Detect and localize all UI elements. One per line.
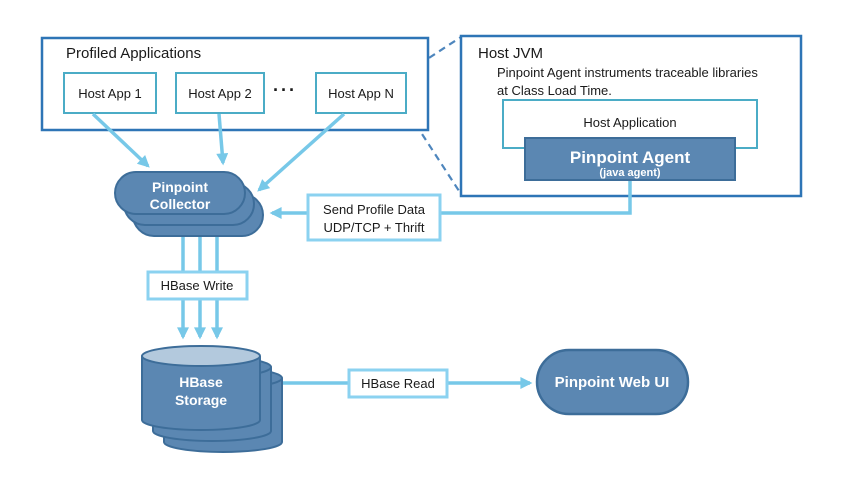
profiled-applications-group: Profiled Applications Host App 1 Host Ap… xyxy=(40,36,430,132)
pinpoint-agent-label: Pinpoint Agent xyxy=(570,148,691,167)
send-profile-label-line1: Send Profile Data xyxy=(323,202,426,217)
storage-label-line1: HBase xyxy=(179,374,223,390)
profiled-applications-title: Profiled Applications xyxy=(66,45,201,62)
collector-capsule-front xyxy=(114,171,246,215)
host-app-n-box xyxy=(315,72,407,114)
host-app-2-label: Host App 2 xyxy=(188,86,252,101)
storage-cylinder-front-body xyxy=(141,356,261,431)
send-profile-label-line2: UDP/TCP + Thrift xyxy=(323,220,424,235)
hbase-read-label-group: HBase Read xyxy=(347,368,449,399)
send-profile-label-group: Send Profile Data UDP/TCP + Thrift xyxy=(306,193,442,242)
hbase-write-label-group: HBase Write xyxy=(146,270,249,301)
pinpoint-agent-box xyxy=(524,137,736,181)
host-jvm-group: Host JVM Pinpoint Agent instruments trac… xyxy=(459,34,803,198)
pinpoint-agent-sublabel: (java agent) xyxy=(599,167,660,179)
pinpoint-web-ui-shape xyxy=(535,348,690,416)
storage-cylinder-front-top xyxy=(141,345,261,367)
host-jvm-description-line2: at Class Load Time. xyxy=(497,83,612,98)
send-profile-box xyxy=(306,193,442,242)
host-application-label: Host Application xyxy=(583,115,676,130)
host-app-n-label: Host App N xyxy=(328,86,394,101)
hbase-write-label: HBase Write xyxy=(161,278,234,293)
host-jvm-description-line1: Pinpoint Agent instruments traceable lib… xyxy=(497,65,758,80)
host-app-2-box xyxy=(175,72,265,114)
hbase-read-label: HBase Read xyxy=(361,376,435,391)
app-to-collector-arrows xyxy=(91,112,346,192)
pinpoint-web-ui-node: Pinpoint Web UI xyxy=(535,348,690,416)
host-app-1-box xyxy=(63,72,157,114)
pinpoint-web-ui-label: Pinpoint Web UI xyxy=(555,374,670,391)
collector-label-line2: Collector xyxy=(150,196,211,212)
host-jvm-title: Host JVM xyxy=(478,45,543,62)
pinpoint-agent-node: Pinpoint Agent (java agent) xyxy=(524,137,736,181)
hbase-read-box xyxy=(347,368,449,399)
ellipsis-label: ··· xyxy=(273,80,297,100)
pinpoint-collector-node: Pinpoint Collector xyxy=(114,171,264,237)
collector-label-line1: Pinpoint xyxy=(152,179,208,195)
hbase-storage-node: HBase Storage xyxy=(141,345,283,453)
host-app-1-label: Host App 1 xyxy=(78,86,142,101)
hbase-write-box xyxy=(146,270,249,301)
storage-label-line2: Storage xyxy=(175,392,227,408)
